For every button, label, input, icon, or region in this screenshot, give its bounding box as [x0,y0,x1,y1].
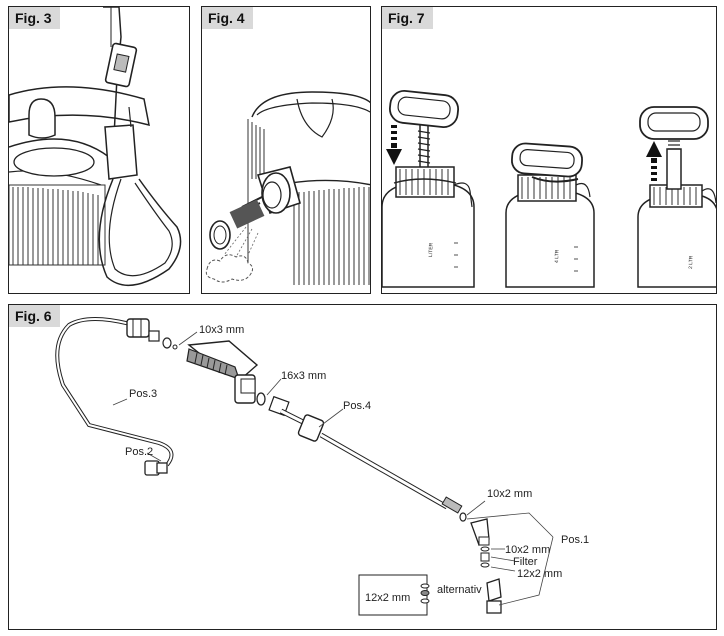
figure-6-label: Fig. 6 [9,305,60,327]
jar-scale-text-3: 2 LTR [688,255,694,269]
label-pos3: Pos.3 [129,388,157,400]
air-puff [205,254,254,283]
sprayer-1: LITER [382,90,475,288]
alternative-parts [420,583,430,604]
figure-3-drawing [9,7,182,287]
washer-10x2-top [459,512,467,522]
figure-7-panel: Fig. 7 LITER [381,6,717,294]
label-filter: Filter [513,556,538,568]
valve-disc [209,220,231,250]
label-pos4: Pos.4 [343,400,371,412]
nozzle [470,518,502,614]
figure-6-panel: Fig. 6 [8,304,717,630]
figure-6-drawing: 10x3 mm 16x3 mm Pos.3 Pos.4 Pos.2 10x2 m… [55,317,589,616]
washer-16x3 [256,392,266,406]
label-10x2-top: 10x2 mm [487,488,532,500]
tank-rim [251,91,370,118]
figure-4-label: Fig. 4 [202,7,253,29]
arrow-up [646,141,662,181]
label-alternativ: alternativ [437,584,482,596]
jar-scale-text-2: 4 LTR [554,249,560,263]
label-pos1: Pos.1 [561,534,589,546]
shoulder-strap [103,7,122,158]
spray-valve [186,340,259,404]
label-10x3: 10x3 mm [199,324,244,336]
figure-4-panel: Fig. 4 [201,6,371,294]
washer-10x3 [162,337,172,349]
label-12x2: 12x2 mm [517,568,562,580]
label-pos2: Pos.2 [125,446,153,458]
ribbed-base [9,184,106,266]
label-10x2-lower: 10x2 mm [505,544,550,556]
figure-7-drawing: LITER 4 LTR [382,90,716,288]
alternative-box [358,574,428,616]
figure-3-label: Fig. 3 [9,7,60,29]
sprayer-3: 2 LTR [637,106,716,288]
hose-nut [126,318,160,342]
label-alt-12x2: 12x2 mm [365,592,410,604]
figure-3-panel: Fig. 3 [8,6,190,294]
tank-body [247,119,370,285]
spray-wand [268,395,463,514]
arrow-down [386,125,402,165]
lid-knob [28,98,56,139]
strap-loop [98,178,182,287]
jar-scale-text-1: LITER [428,242,435,257]
figure-4-drawing [205,91,370,285]
figure-7-label: Fig. 7 [382,7,433,29]
label-16x3: 16x3 mm [281,370,326,382]
sprayer-2: 4 LTR [505,142,595,288]
pos2-connector [144,460,168,476]
